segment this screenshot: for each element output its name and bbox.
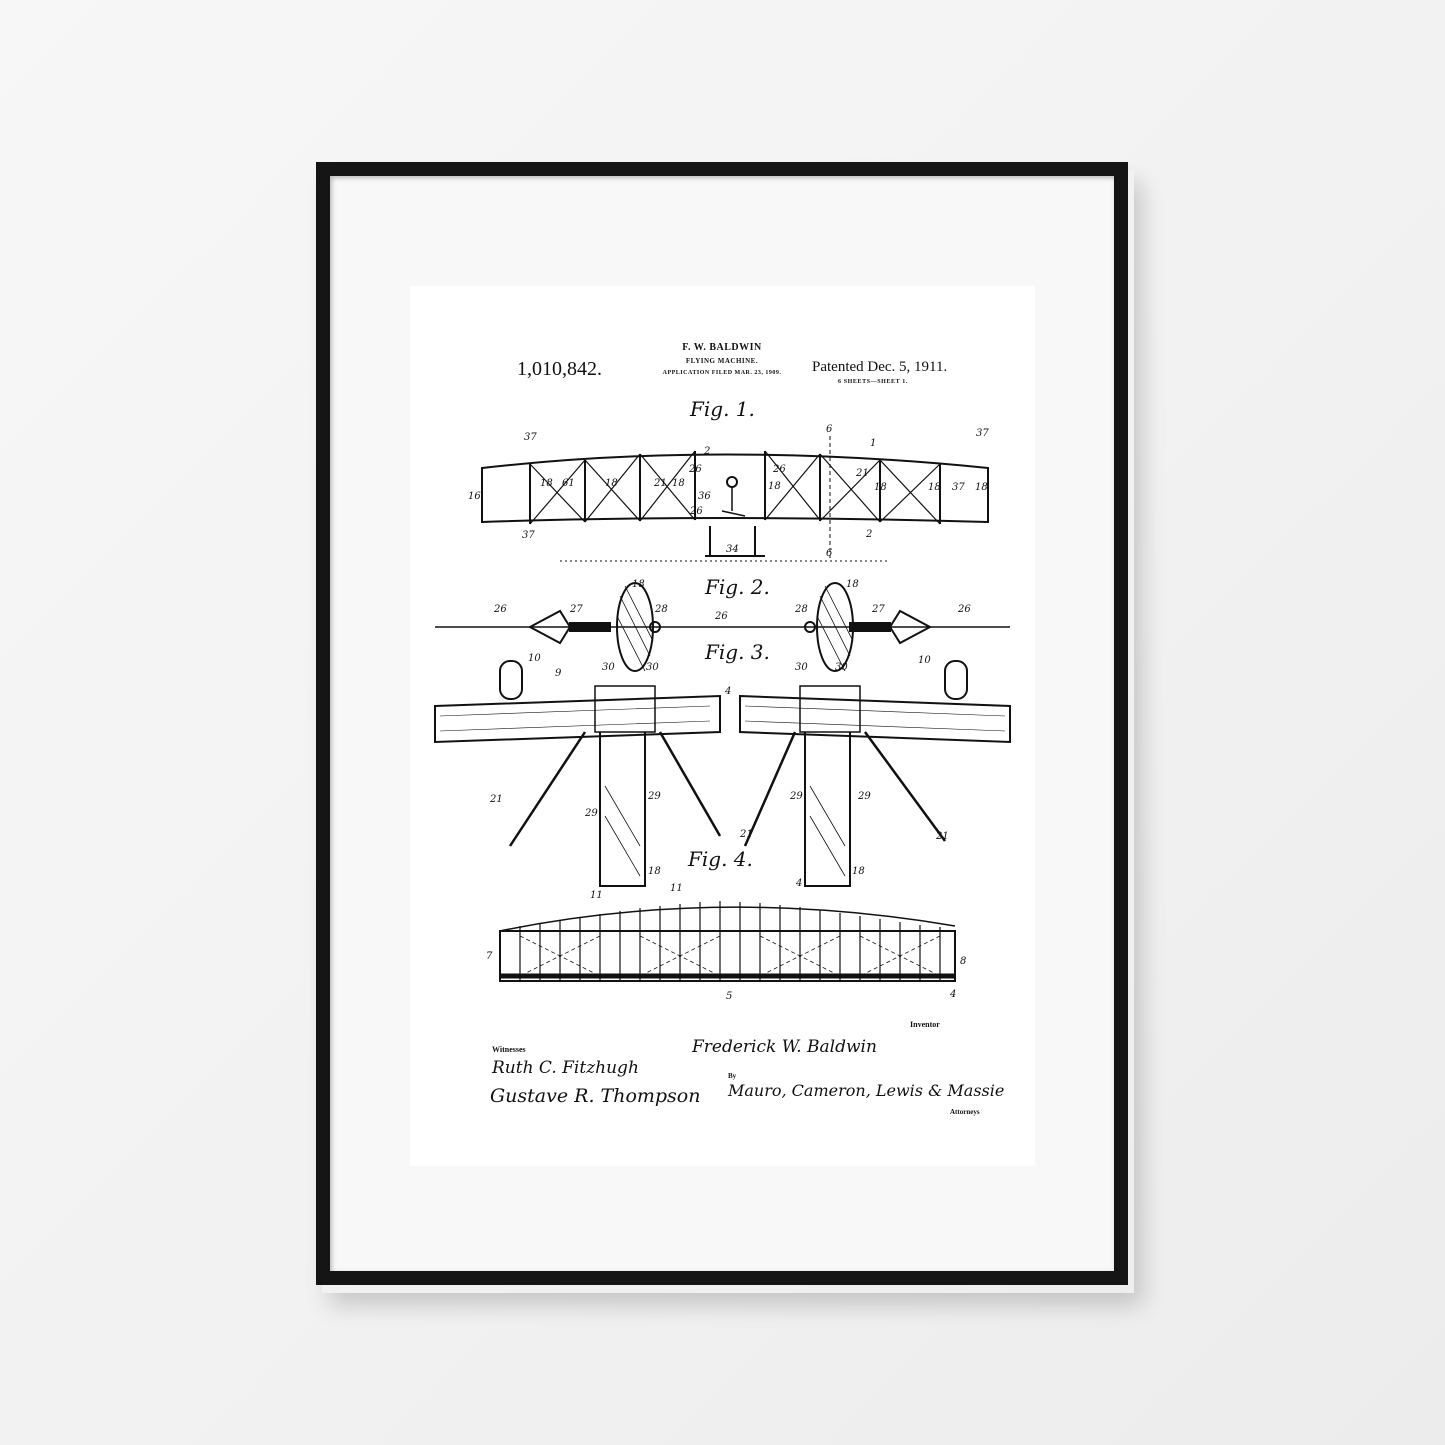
attorneys-signature: Mauro, Cameron, Lewis & Massie (728, 1081, 1005, 1100)
by-label: By (728, 1072, 737, 1080)
ref-numeral: 18 (846, 579, 859, 590)
ref-numeral: 29 (858, 791, 871, 802)
ref-numeral: 18 (768, 481, 781, 492)
ref-numeral: 30 (795, 662, 808, 673)
ref-numeral: 2 (704, 446, 711, 457)
ref-numeral: 4 (725, 686, 732, 697)
witness2-signature: Gustave R. Thompson (490, 1085, 701, 1107)
fig2-label: Fig. 2. (705, 575, 770, 599)
ref-numeral: 9 (555, 668, 562, 679)
application-filed: APPLICATION FILED MAR. 23, 1909. (662, 370, 782, 376)
ref-numeral: 11 (590, 890, 603, 901)
ref-numeral: 18 (874, 482, 887, 493)
ref-numeral: 18 (975, 482, 988, 493)
ref-numeral: 18 (672, 478, 685, 489)
ref-numeral: 18 (540, 478, 553, 489)
ref-numeral: 37 (952, 482, 965, 493)
ref-numeral: 37 (976, 428, 989, 439)
inventor-signature: Frederick W. Baldwin (692, 1037, 877, 1057)
fig4-wing-plan (499, 901, 956, 982)
ref-numeral: 8 (960, 956, 967, 967)
ref-numeral: 28 (655, 604, 668, 615)
ref-numeral: 1 (870, 438, 877, 449)
ref-numeral: 26 (958, 604, 971, 615)
fig3-label: Fig. 3. (705, 640, 770, 664)
ref-numeral: 26 (715, 611, 728, 622)
patented-date: Patented Dec. 5, 1911. (812, 359, 948, 375)
ref-numeral: 6 (826, 548, 833, 559)
fig1-biplane-front-view (481, 436, 989, 562)
ref-numeral: 37 (524, 432, 537, 443)
ref-numeral: 21 (654, 478, 667, 489)
ref-numeral: 30 (602, 662, 615, 673)
ref-numeral: 30 (646, 662, 659, 673)
ref-numeral: 7 (486, 951, 493, 962)
sheets-note: 6 SHEETS—SHEET 1. (838, 379, 908, 385)
inventor-label: Inventor (910, 1020, 940, 1029)
inventor-name: F. W. BALDWIN (682, 342, 762, 353)
ref-numeral: 26 (690, 506, 703, 517)
ref-numeral: 61 (562, 478, 575, 489)
ref-numeral: 26 (689, 464, 702, 475)
ref-numeral: 21 (490, 794, 503, 805)
attorneys-label: Attorneys (950, 1108, 980, 1116)
ref-numeral: 18 (632, 579, 645, 590)
patent-title: FLYING MACHINE. (685, 357, 759, 365)
ref-numeral: 5 (726, 991, 733, 1002)
ref-numeral: 26 (494, 604, 507, 615)
ref-numeral: 27 (570, 604, 583, 615)
ref-numeral: 11 (670, 883, 683, 894)
fig1-label: Fig. 1. (690, 397, 755, 421)
ref-numeral: 21 (856, 468, 869, 479)
ref-numeral: 18 (928, 482, 941, 493)
ref-numeral: 28 (795, 604, 808, 615)
picture-frame: F. W. BALDWIN FLYING MACHINE. APPLICATIO… (316, 162, 1128, 1285)
ref-numeral: 4 (796, 878, 803, 889)
ref-numeral: 29 (585, 808, 598, 819)
ref-numeral: 27 (872, 604, 885, 615)
patent-drawing (434, 436, 1011, 982)
ref-numeral: 10 (918, 655, 931, 666)
ref-numeral: 29 (648, 791, 661, 802)
ref-numeral: 26 (773, 464, 786, 475)
ref-numeral: 34 (726, 544, 739, 555)
ref-numeral: 16 (468, 491, 481, 502)
mat-board: F. W. BALDWIN FLYING MACHINE. APPLICATIO… (330, 176, 1114, 1271)
ref-numeral: 18 (605, 478, 618, 489)
patent-number: 1,010,842. (517, 358, 602, 380)
ref-numeral: 37 (522, 530, 535, 541)
ref-numeral: 4 (950, 989, 957, 1000)
ref-numeral: 18 (852, 866, 865, 877)
ref-numeral: 21 (740, 829, 753, 840)
ref-numeral: 6 (826, 424, 833, 435)
ref-numeral: 2 (866, 529, 873, 540)
witness1-signature: Ruth C. Fitzhugh (492, 1058, 639, 1078)
patent-print: F. W. BALDWIN FLYING MACHINE. APPLICATIO… (410, 286, 1035, 1166)
ref-numeral: 29 (790, 791, 803, 802)
ref-numeral: 30 (835, 662, 848, 673)
fig3-spar-section (434, 660, 1011, 887)
ref-numeral: 21 (936, 831, 949, 842)
ref-numeral: 10 (528, 653, 541, 664)
ref-numeral: 36 (698, 491, 711, 502)
fig4-label: Fig. 4. (688, 847, 753, 871)
witnesses-label: Witnesses (492, 1045, 526, 1054)
fig2-strut-detail (435, 582, 1010, 672)
ref-numeral: 18 (648, 866, 661, 877)
